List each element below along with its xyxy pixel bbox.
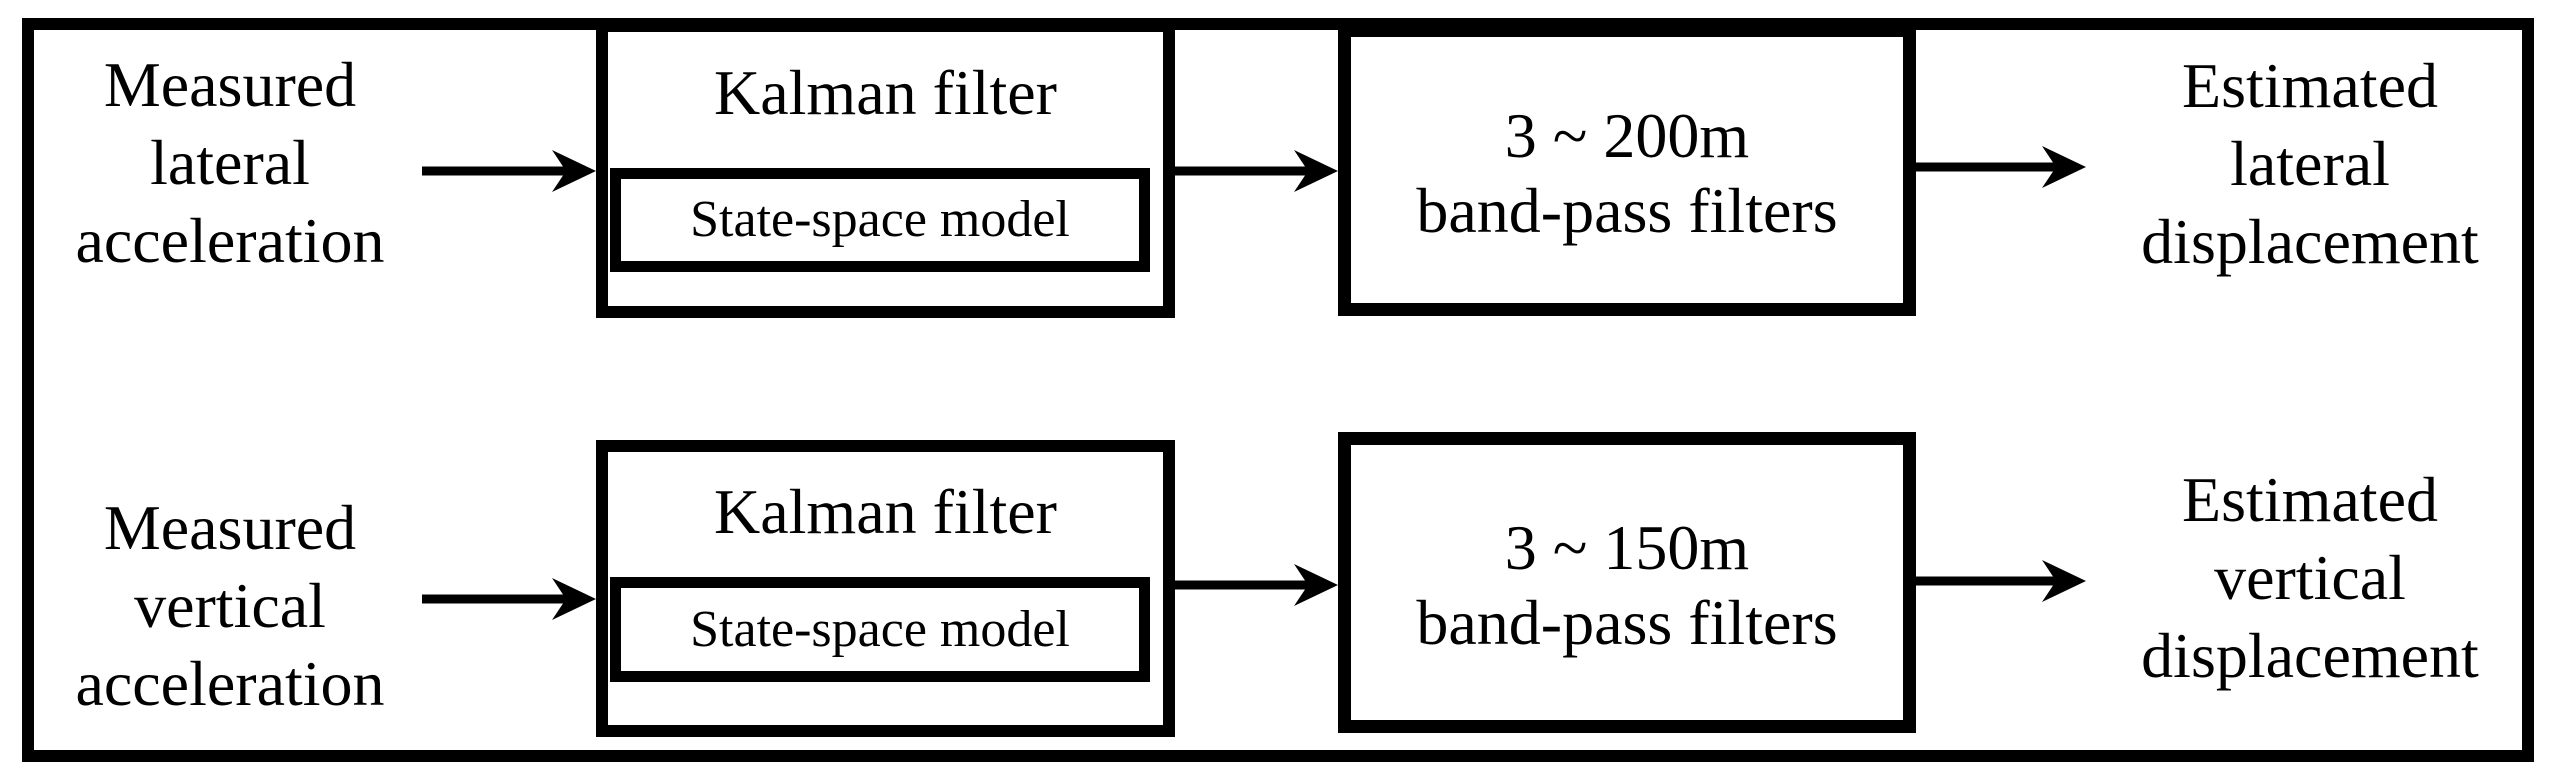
flow-arrow: [1916, 141, 2086, 193]
kalman-filter-title: Kalman filter: [714, 57, 1057, 128]
flow-arrow: [422, 573, 596, 625]
kalman-filter-box-vertical: Kalman filter State-space model: [596, 440, 1175, 737]
bandpass-filter-box-lateral: 3 ~ 200m band-pass filters: [1338, 24, 1916, 316]
state-space-model-box: State-space model: [610, 577, 1150, 682]
flow-arrow: [1916, 555, 2086, 607]
state-space-model-box: State-space model: [610, 168, 1150, 272]
bandpass-filter-label: 3 ~ 150m band-pass filters: [1416, 511, 1838, 658]
output-label-vertical: Estimated vertical displacement: [2141, 464, 2479, 691]
kalman-filter-box-lateral: Kalman filter State-space model: [596, 20, 1175, 318]
bandpass-filter-label: 3 ~ 200m band-pass filters: [1416, 100, 1838, 246]
state-space-model-label: State-space model: [690, 600, 1070, 658]
state-space-model-label: State-space model: [690, 191, 1070, 248]
kalman-filter-title: Kalman filter: [714, 476, 1057, 547]
source-label-lateral: Measured lateral acceleration: [75, 49, 385, 276]
source-label-vertical: Measured vertical acceleration: [75, 492, 385, 719]
bandpass-filter-box-vertical: 3 ~ 150m band-pass filters: [1338, 432, 1916, 733]
flow-arrow: [1175, 145, 1338, 197]
output-label-lateral: Estimated lateral displacement: [2141, 50, 2479, 277]
flow-arrow: [1175, 559, 1338, 611]
flow-arrow: [422, 145, 596, 197]
